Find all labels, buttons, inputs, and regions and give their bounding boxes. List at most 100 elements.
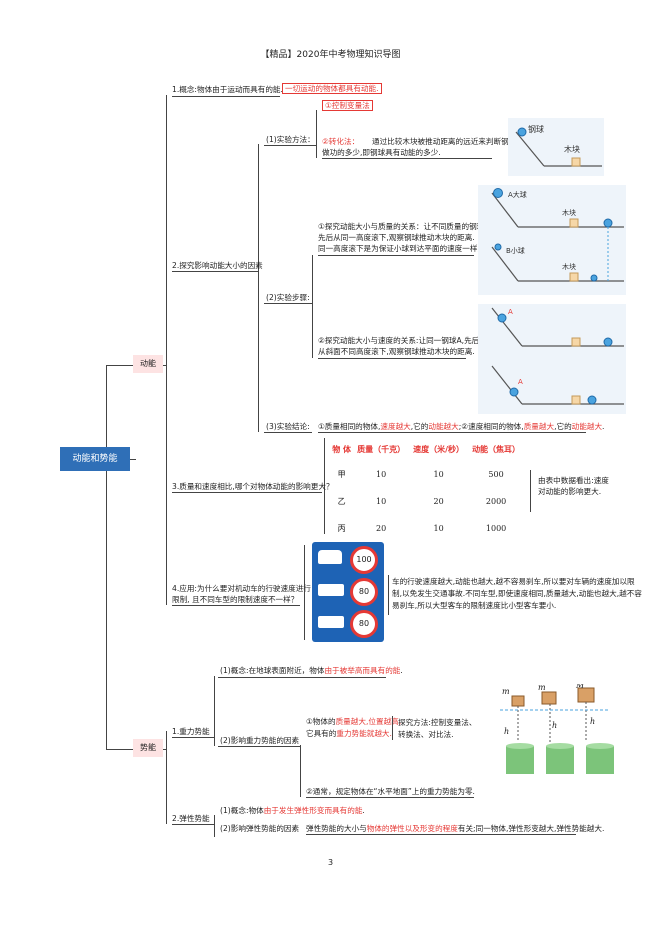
step1-underline: [318, 255, 474, 256]
img4-label-h1: h: [504, 727, 509, 736]
ramp-diagram-1: 钢球 木块: [508, 118, 604, 176]
img2-label-block1: 木块: [562, 208, 576, 217]
spine-kinetic: [106, 365, 135, 366]
cell: 丙: [337, 524, 346, 533]
cell: 20: [376, 524, 387, 533]
e-concept-b: 由于发生弹性形变而具有的能: [263, 806, 363, 815]
cell: 1000: [485, 524, 507, 533]
table-left-brace: [324, 438, 325, 534]
kinetic-underline-4: [172, 605, 300, 606]
cell: 500: [488, 470, 504, 479]
factors-spine: [258, 144, 259, 432]
step2-underline: [318, 358, 466, 359]
img4-label-h2b: h: [590, 717, 595, 726]
e-concept-c: .: [362, 806, 365, 815]
kinetic-underline-1: [172, 96, 280, 97]
method2-text1: 通过比较木块被推动距离的远近来判断钢球: [372, 137, 517, 146]
cell: 10: [376, 470, 387, 479]
bus-icon: [318, 584, 344, 596]
g-f2: ②通常，规定物体在“水平地面”上的重力势能为零.: [306, 787, 475, 796]
table-row: 丙 20 10 1000: [330, 515, 524, 542]
g-f1-b: 质量越大,位置越高,: [335, 717, 402, 726]
cell: 2000: [485, 497, 507, 506]
img4-label-m2: m: [538, 684, 546, 692]
conc-c: ,它的: [410, 422, 429, 431]
car-icon: [318, 550, 342, 564]
steps-spine: [312, 255, 313, 358]
data-table: 物 体 质量（千克） 速度（米/秒） 动能（焦耳） 甲 10 10 500 乙 …: [330, 437, 524, 542]
e-text-underline: [306, 834, 576, 835]
gravity-spine: [214, 676, 215, 746]
img2-label-block2: 木块: [562, 262, 576, 271]
app-text-3: 易刹车,所以大型客车的限制速度比小型客车要小.: [392, 601, 557, 610]
conclusion-label: (3)实验结论:: [266, 422, 310, 431]
table-row: 甲 10 10 500: [330, 461, 524, 488]
page-number: 3: [327, 858, 334, 867]
gravity-label: 1.重力势能: [172, 727, 210, 736]
step1-line1: ①探究动能大小与质量的关系：让不同质量的钢球,: [318, 222, 487, 231]
method1-text: ①控制变量法: [322, 100, 373, 111]
table-header-row: 物 体 质量（千克） 速度（米/秒） 动能（焦耳）: [330, 437, 524, 461]
g-factors-label: (2)影响重力势能的因素: [220, 736, 300, 745]
kinetic-underline-3: [172, 492, 322, 493]
g-concept-c: .: [400, 666, 403, 675]
methods-spine: [316, 110, 317, 158]
spine-potential: [106, 749, 135, 750]
elastic-underline: [172, 824, 214, 825]
img4-label-h2a: h: [552, 721, 557, 730]
kinetic-spine: [166, 95, 167, 605]
cell: 10: [433, 470, 444, 479]
conclusion-underline: [264, 432, 312, 433]
app-text-brace: [388, 575, 389, 615]
g-concept-b: 由于被举高而具有的能: [324, 666, 401, 675]
conc-i: .: [602, 422, 605, 431]
cell: 甲: [337, 470, 346, 479]
th-mass: 质量（千克）: [357, 444, 406, 454]
cell: 乙: [337, 497, 346, 506]
root-connector: [130, 459, 136, 460]
app-label1: 4.应用:为什么要对机动车的行驶速度进行: [172, 584, 311, 593]
conc-a: ①质量相同的物体,: [318, 422, 381, 431]
compare-label: 3.质量和速度相比,哪个对物体动能的影响更大？: [172, 482, 334, 491]
g-method2: 转换法、对比法.: [398, 730, 454, 739]
method1: ①控制变量法: [322, 100, 373, 111]
speed-sign: 80: [350, 610, 378, 638]
steps-label: (2)实验步骤:: [266, 293, 310, 302]
kinetic-concept-box-text: 一切运动的物体都具有动能.: [282, 83, 382, 94]
method2-text2: 做功的多少,即钢球具有动能的多少.: [322, 148, 441, 157]
speed-sign: 80: [350, 578, 378, 606]
table-note2: 对动能的影响更大.: [538, 487, 602, 496]
root-node: 动能和势能: [60, 447, 130, 471]
e-concept: (1)概念:物体由于发生弹性形变而具有的能.: [220, 805, 365, 816]
factors-label: 2.探究影响动能大小的因素: [172, 261, 263, 270]
app-brace: [304, 545, 305, 640]
th-object: 物 体: [332, 444, 351, 454]
cell: 20: [433, 497, 444, 506]
method2-underline: [322, 158, 492, 159]
img2-label-a: A大球: [508, 190, 527, 199]
kinetic-concept-box: 一切运动的物体都具有动能.: [282, 83, 382, 94]
step2-line1: ②探究动能大小与速度的关系:让同一钢球A,先后: [318, 336, 480, 345]
root-spine: [106, 365, 107, 749]
g-concept: (1)概念:在地球表面附近，物体由于被举高而具有的能.: [220, 665, 403, 676]
g-factors-spine: [300, 745, 301, 797]
g-factors-underline: [218, 746, 300, 747]
g-f1-d: 重力势能就越大.: [336, 729, 392, 738]
g-concept-a: (1)概念:在地球表面附近，物体: [220, 666, 325, 675]
img3-label-a1: A: [508, 308, 513, 316]
table-row: 乙 10 20 2000: [330, 488, 524, 515]
ramp-diagram-3: A A: [478, 304, 626, 414]
conc-e: ;②速度相同的物体,: [458, 422, 524, 431]
method2-prefix: ②转化法：: [322, 137, 360, 146]
img1-label-ball: 钢球: [528, 124, 544, 134]
potential-tag: 势能: [133, 739, 163, 757]
g-method-brace: [392, 716, 393, 740]
table-right-brace: [530, 470, 531, 512]
step1-line2: 先后从同一高度滚下,观察钢球推动木块的距离.（从: [318, 233, 490, 242]
potential-spine: [166, 731, 167, 824]
kinetic-underline-2: [172, 271, 258, 272]
methods-underline: [264, 145, 316, 146]
conc-d: 动能越大: [428, 422, 459, 431]
app-label2: 限制, 且不同车型的限制速度不一样？: [172, 595, 299, 604]
speed-sign-panel: 100 80 80: [312, 542, 384, 642]
